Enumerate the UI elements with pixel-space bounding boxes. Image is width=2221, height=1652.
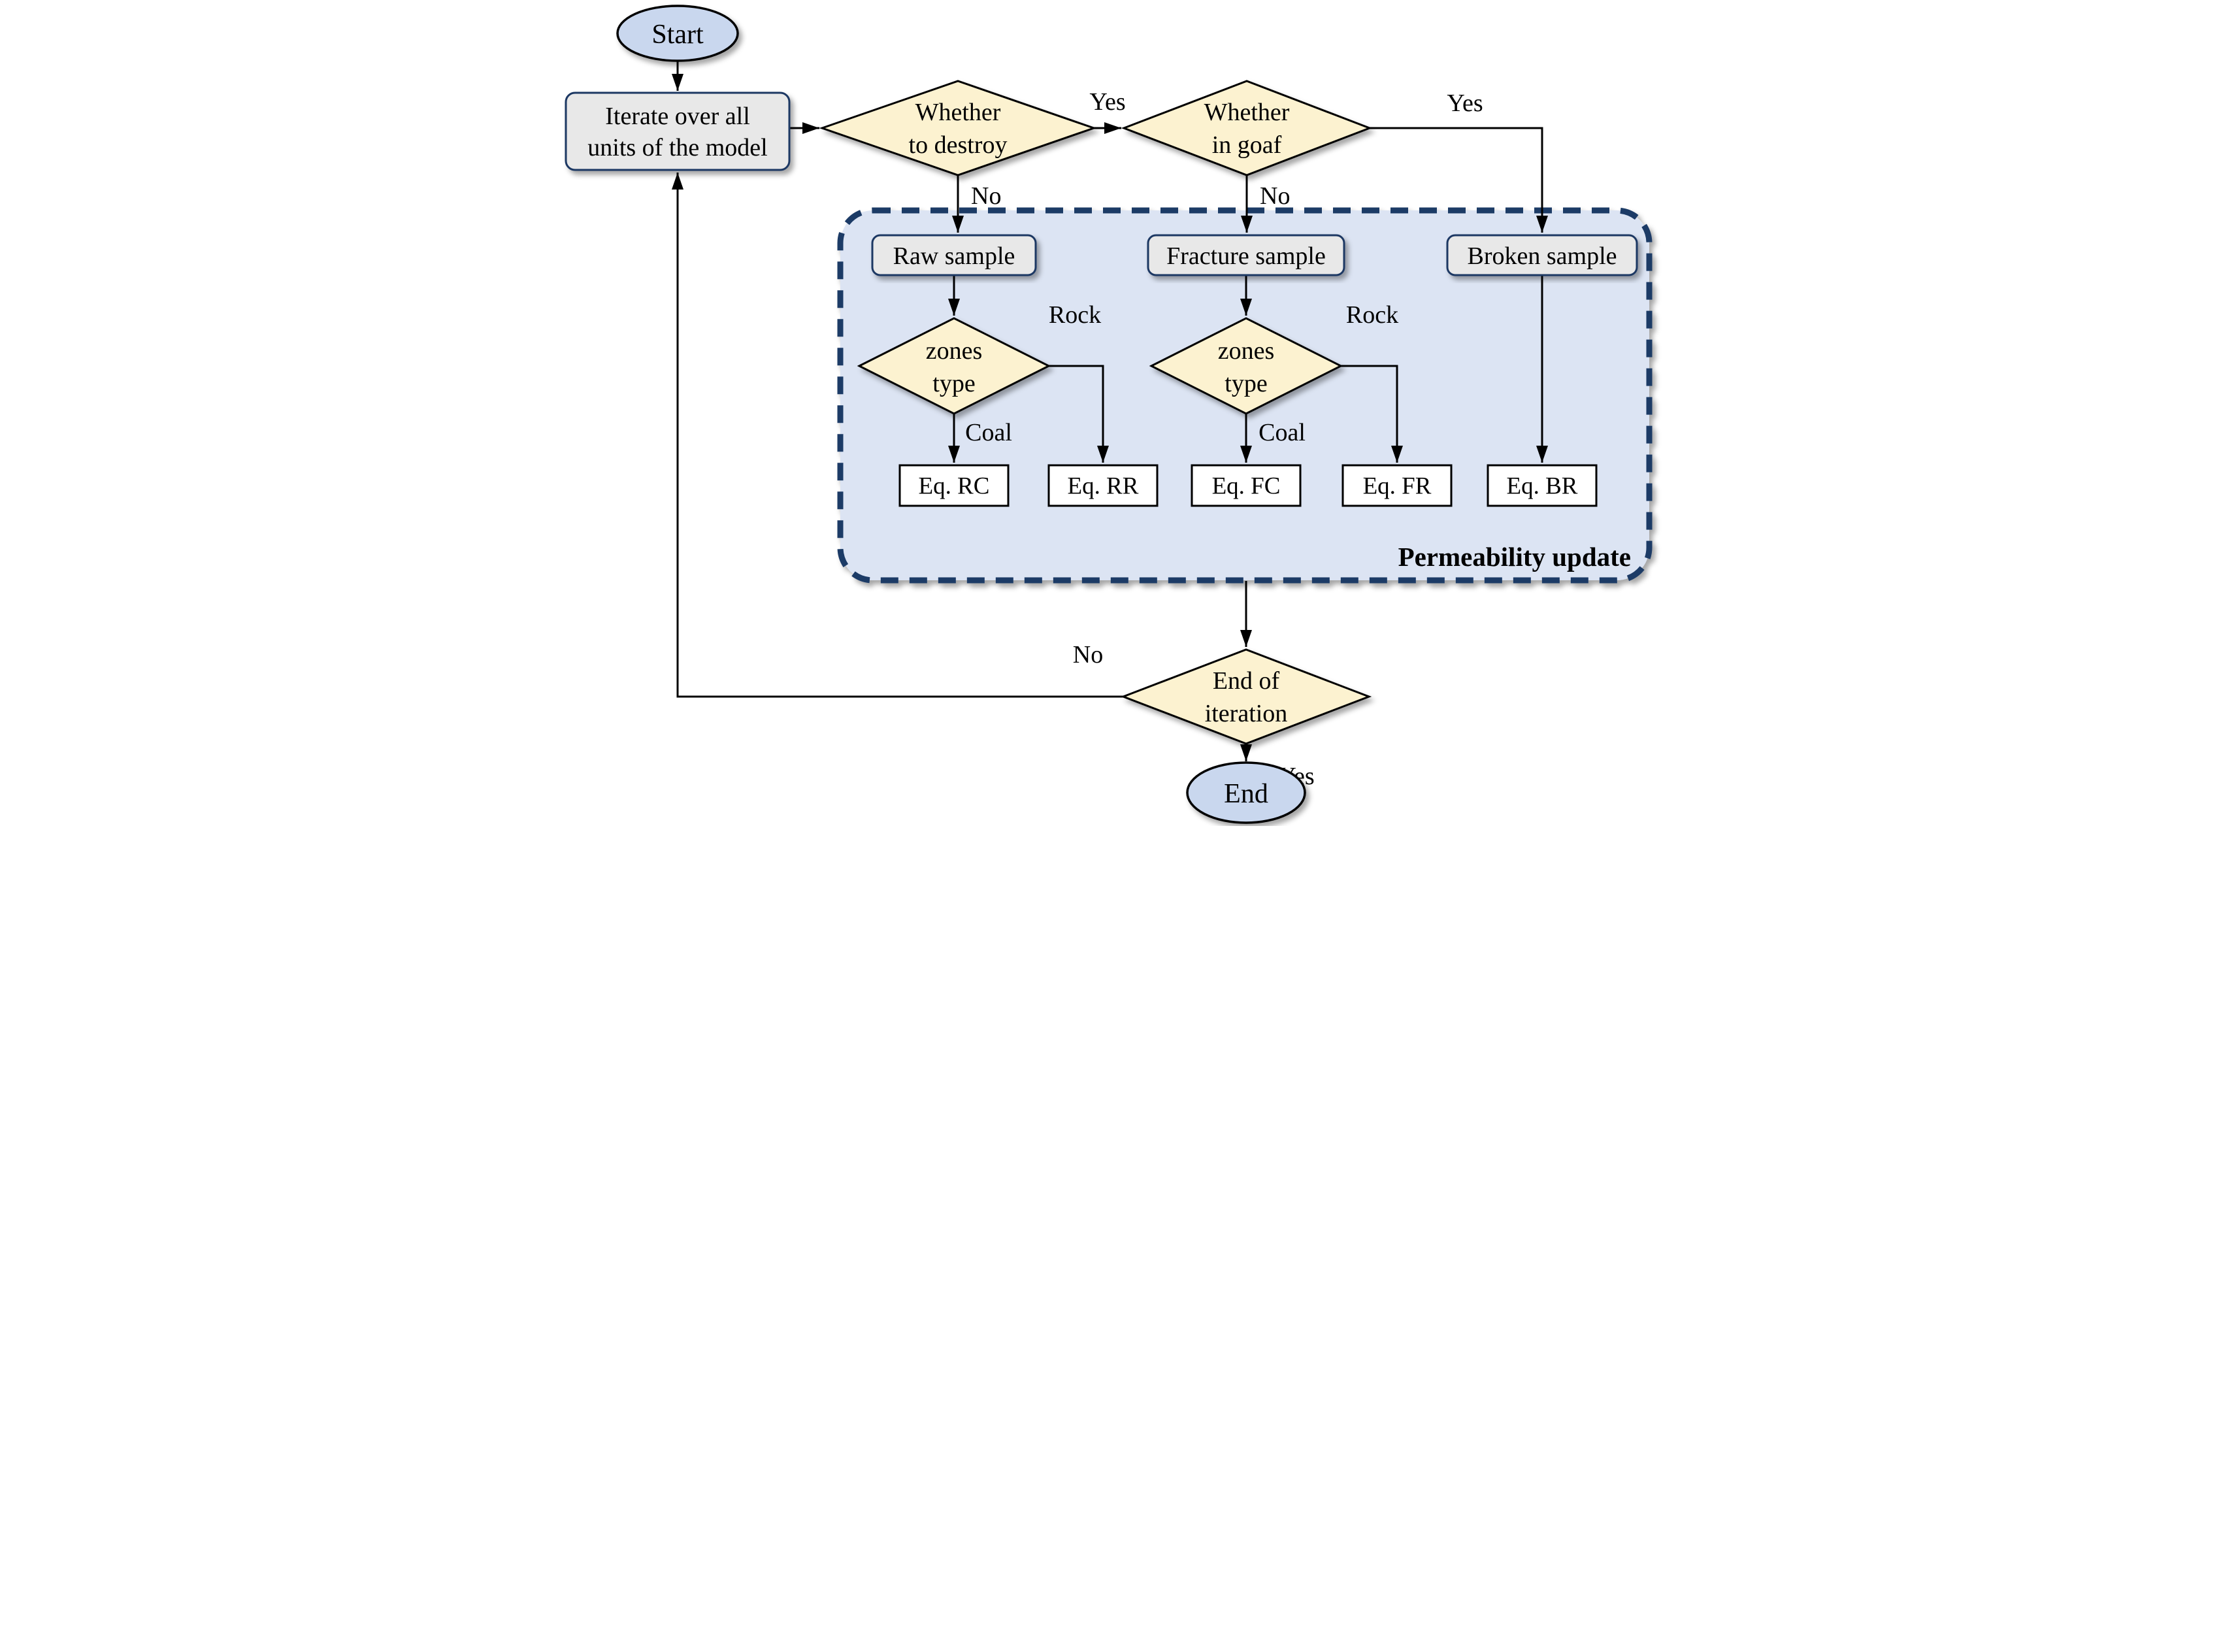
svg-text:type: type <box>1225 370 1267 397</box>
zones-type-2-diamond <box>1149 317 1343 415</box>
eq-fr-box <box>1341 464 1452 507</box>
label-destroy-no: No <box>971 182 1001 210</box>
svg-text:Whether: Whether <box>915 99 1000 126</box>
broken-sample-box <box>1446 234 1637 276</box>
edges <box>671 61 1548 761</box>
label-zones1-rock: Rock <box>1048 301 1100 329</box>
edge-end-iteration-no-to-iterate <box>671 173 1123 698</box>
start-ellipse <box>616 5 739 62</box>
eq-rr-node: Eq. RR <box>1047 464 1158 507</box>
raw-sample-box <box>871 234 1036 276</box>
eq-rc-node: Eq. RC <box>898 464 1009 507</box>
svg-text:Eq. FC: Eq. FC <box>1211 473 1280 500</box>
flowchart: Permeability update Yes Yes No No Rock R… <box>555 0 1666 826</box>
end-ellipse <box>1185 761 1306 824</box>
start-node: Start <box>616 5 739 62</box>
end-node: End <box>1185 761 1306 824</box>
svg-text:in goaf: in goaf <box>1211 131 1281 159</box>
eq-rr-box <box>1047 464 1158 507</box>
whether-in-goaf-diamond <box>1121 80 1372 176</box>
eq-br-box <box>1487 464 1597 507</box>
svg-text:type: type <box>932 370 975 397</box>
edge-zones1-rock-to-eq-rr <box>1048 365 1109 463</box>
iterate-node: Iterate over all units of the model <box>565 91 790 171</box>
end-of-iteration-node: End of iteration <box>1120 648 1372 745</box>
svg-text:End: End <box>1224 779 1268 809</box>
permeability-update-label: Permeability update <box>1398 542 1630 572</box>
label-goaf-yes: Yes <box>1447 90 1483 117</box>
eq-fr-node: Eq. FR <box>1341 464 1452 507</box>
svg-text:End of: End of <box>1212 667 1279 695</box>
eq-fc-node: Eq. FC <box>1191 464 1301 507</box>
label-goaf-no: No <box>1260 182 1290 210</box>
svg-text:iteration: iteration <box>1204 700 1287 727</box>
svg-text:to destroy: to destroy <box>908 131 1007 159</box>
whether-to-destroy-diamond <box>818 80 1097 176</box>
svg-text:zones: zones <box>925 337 982 365</box>
label-zones2-rock: Rock <box>1345 301 1398 329</box>
label-destroy-yes: Yes <box>1089 88 1125 116</box>
eq-fc-box <box>1191 464 1301 507</box>
label-zones1-coal: Coal <box>965 419 1012 446</box>
fracture-sample-node: Fracture sample <box>1147 234 1345 276</box>
edge-labels: Yes Yes No No Rock Rock Coal Coal No Yes <box>965 88 1483 790</box>
svg-text:Fracture sample: Fracture sample <box>1166 242 1326 270</box>
zones-type-1-node: zones type <box>857 317 1051 415</box>
eq-br-node: Eq. BR <box>1487 464 1597 507</box>
svg-text:Iterate over all: Iterate over all <box>605 103 750 130</box>
end-of-iteration-diamond <box>1120 648 1372 745</box>
svg-text:Eq. RC: Eq. RC <box>918 473 989 500</box>
label-zones2-coal: Coal <box>1259 419 1306 446</box>
svg-text:units of the model: units of the model <box>587 134 767 161</box>
whether-in-goaf-node: Whether in goaf <box>1121 80 1372 176</box>
svg-text:Eq. BR: Eq. BR <box>1506 473 1577 500</box>
iterate-box <box>565 91 790 171</box>
edge-zones2-rock-to-eq-fr <box>1340 365 1403 463</box>
svg-text:Start: Start <box>651 20 704 50</box>
edge-goaf-yes-to-broken <box>1369 127 1548 233</box>
label-end-iteration-no: No <box>1072 641 1102 669</box>
svg-text:Raw sample: Raw sample <box>893 242 1015 270</box>
zones-type-2-node: zones type <box>1149 317 1343 415</box>
fracture-sample-box <box>1147 234 1345 276</box>
zones-type-1-diamond <box>857 317 1051 415</box>
svg-text:Eq. RR: Eq. RR <box>1067 473 1138 500</box>
eq-rc-box <box>898 464 1009 507</box>
svg-text:zones: zones <box>1217 337 1274 365</box>
raw-sample-node: Raw sample <box>871 234 1036 276</box>
svg-text:Eq. FR: Eq. FR <box>1362 473 1431 500</box>
broken-sample-node: Broken sample <box>1446 234 1637 276</box>
svg-text:Broken sample: Broken sample <box>1467 242 1617 270</box>
whether-to-destroy-node: Whether to destroy <box>818 80 1097 176</box>
svg-text:Whether: Whether <box>1204 99 1289 126</box>
